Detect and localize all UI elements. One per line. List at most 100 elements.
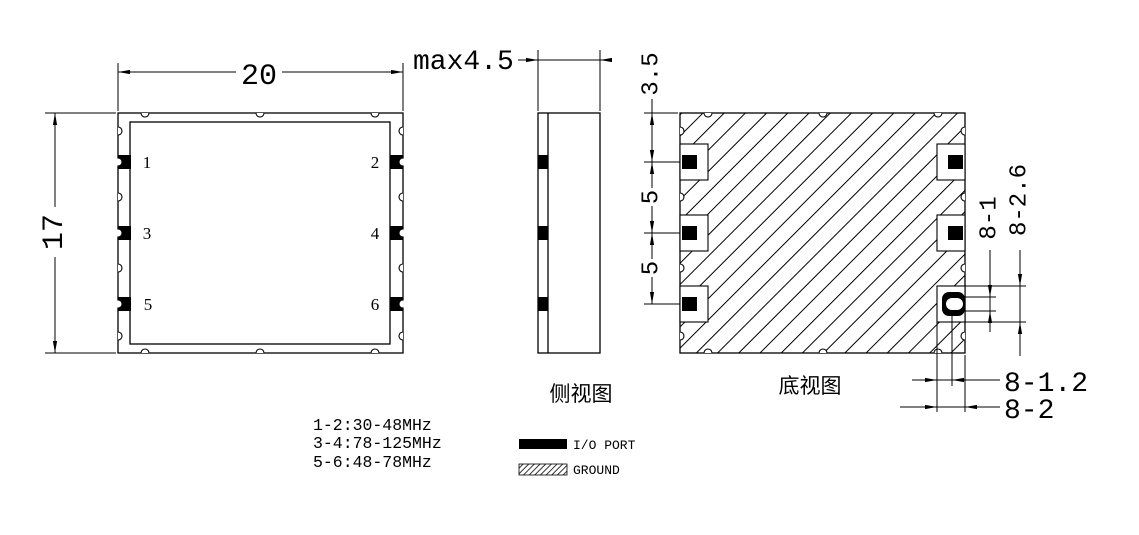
dimension-value-pad-pitch: 5 xyxy=(639,261,666,275)
edge-notch xyxy=(960,126,966,136)
dimension-thickness: max4.5 xyxy=(413,47,612,111)
frequency-band: 3-4:78-125MHz xyxy=(313,434,442,453)
edge-notch xyxy=(255,348,265,354)
bottom-view-edge-notches xyxy=(679,112,966,354)
top-view-pad-2 xyxy=(390,155,407,169)
top-view-inner-outline xyxy=(129,121,391,345)
bottom-view-pad-window-right-3 xyxy=(936,285,966,323)
pin-label-5: 5 xyxy=(144,295,153,314)
dimension-value-width: 20 xyxy=(241,60,277,94)
pad-castellation xyxy=(114,229,122,237)
dimension-pad-heights: 8-1 8-2.6 xyxy=(960,164,1034,356)
pad-body xyxy=(948,226,963,240)
frequency-band: 1-2:30-48MHz xyxy=(313,416,432,435)
edge-notch xyxy=(960,331,966,341)
pad-body xyxy=(118,226,131,240)
pad-body xyxy=(682,155,697,169)
edge-notch xyxy=(398,331,404,341)
edge-notch xyxy=(960,192,966,202)
edge-notch xyxy=(933,348,943,354)
pad-castellation xyxy=(399,158,407,166)
pin-label-3: 3 xyxy=(143,224,152,243)
top-view-edge-notches xyxy=(117,112,404,354)
bottom-view xyxy=(679,112,966,354)
pad-body xyxy=(118,297,131,311)
edge-notch xyxy=(703,348,713,354)
side-view xyxy=(537,112,601,354)
edge-notch xyxy=(255,112,265,118)
bottom-view-pad-window-right-1 xyxy=(936,143,966,181)
pad-body xyxy=(390,226,403,240)
pad-castellation xyxy=(114,158,122,166)
edge-notch xyxy=(679,192,685,202)
bottom-view-ground-area xyxy=(679,112,966,354)
edge-notch xyxy=(818,112,828,118)
pin-label-1: 1 xyxy=(143,153,152,172)
top-view-pad-5 xyxy=(114,297,131,311)
top-view-pad-3 xyxy=(114,226,131,240)
edge-notch xyxy=(370,112,380,118)
pad-body xyxy=(948,155,963,169)
edge-notch xyxy=(370,348,380,354)
dimension-value-pad-pitch: 5 xyxy=(639,190,666,204)
edge-notch xyxy=(117,331,123,341)
edge-notch xyxy=(398,126,404,136)
side-view-pad xyxy=(538,155,548,169)
dimension-value-pad-height: 8-1 xyxy=(977,196,1004,239)
edge-notch xyxy=(679,263,685,273)
bottom-view-pad-window-left-1 xyxy=(679,143,709,181)
bottom-view-pad-window-left-2 xyxy=(679,214,709,252)
edge-notch xyxy=(140,348,150,354)
frequency-band-list: 1-2:30-48MHz 3-4:78-125MHz 5-6:48-78MHz xyxy=(313,416,442,472)
legend-swatch-io-port xyxy=(519,439,567,449)
pad-body xyxy=(390,155,403,169)
top-view-pad-1 xyxy=(114,155,131,169)
pad-body xyxy=(682,226,697,240)
edge-notch xyxy=(818,348,828,354)
bottom-view-caption: 底视图 xyxy=(779,374,842,398)
dimension-value-window-width: 8-2 xyxy=(1004,396,1054,427)
pin-label-4: 4 xyxy=(371,224,380,243)
dimension-pad-positions: 3.5 5 5 xyxy=(639,52,680,305)
pin-label-6: 6 xyxy=(371,295,380,314)
edge-notch xyxy=(679,126,685,136)
edge-notch xyxy=(117,263,123,273)
edge-notch xyxy=(398,192,404,202)
legend-label-ground: GROUND xyxy=(573,463,620,478)
edge-notch xyxy=(117,126,123,136)
bottom-view-pad-window-right-2 xyxy=(936,214,966,252)
edge-notch xyxy=(140,112,150,118)
dimension-value-thickness: max4.5 xyxy=(413,47,514,78)
side-view-pad xyxy=(538,226,548,240)
edge-notch xyxy=(679,331,685,341)
edge-notch xyxy=(703,112,713,118)
pad-castellation xyxy=(399,229,407,237)
legend-swatch-ground xyxy=(518,463,568,476)
legend-label-io-port: I/O PORT xyxy=(573,438,636,453)
pad-body xyxy=(118,155,131,169)
side-view-caption: 侧视图 xyxy=(550,382,613,406)
edge-notch xyxy=(960,263,966,273)
top-view-pad-6 xyxy=(390,297,407,311)
dimension-value-height: 17 xyxy=(38,214,72,250)
pad-body xyxy=(390,297,403,311)
edge-notch xyxy=(933,112,943,118)
top-view-pad-4 xyxy=(390,226,407,240)
legend: I/O PORT GROUND xyxy=(518,438,636,478)
edge-notch xyxy=(398,263,404,273)
pad-castellation xyxy=(114,300,122,308)
dimension-width: 20 xyxy=(117,60,404,111)
dimension-height: 17 xyxy=(38,112,116,354)
top-view-outline xyxy=(117,112,404,354)
side-view-pad xyxy=(538,297,548,311)
edge-notch xyxy=(117,192,123,202)
bottom-view-pad-window-left-3 xyxy=(679,285,709,323)
dimension-value-edge-to-pad: 3.5 xyxy=(639,52,666,95)
frequency-band: 5-6:48-78MHz xyxy=(313,453,432,472)
dimension-value-pad-width: 8-1.2 xyxy=(1004,369,1088,400)
pad-castellation xyxy=(399,300,407,308)
dimension-pad-widths: 8-1.2 8-2 xyxy=(900,316,1088,427)
top-view: 1 2 3 4 5 6 xyxy=(114,112,407,354)
pad-body xyxy=(682,297,697,311)
